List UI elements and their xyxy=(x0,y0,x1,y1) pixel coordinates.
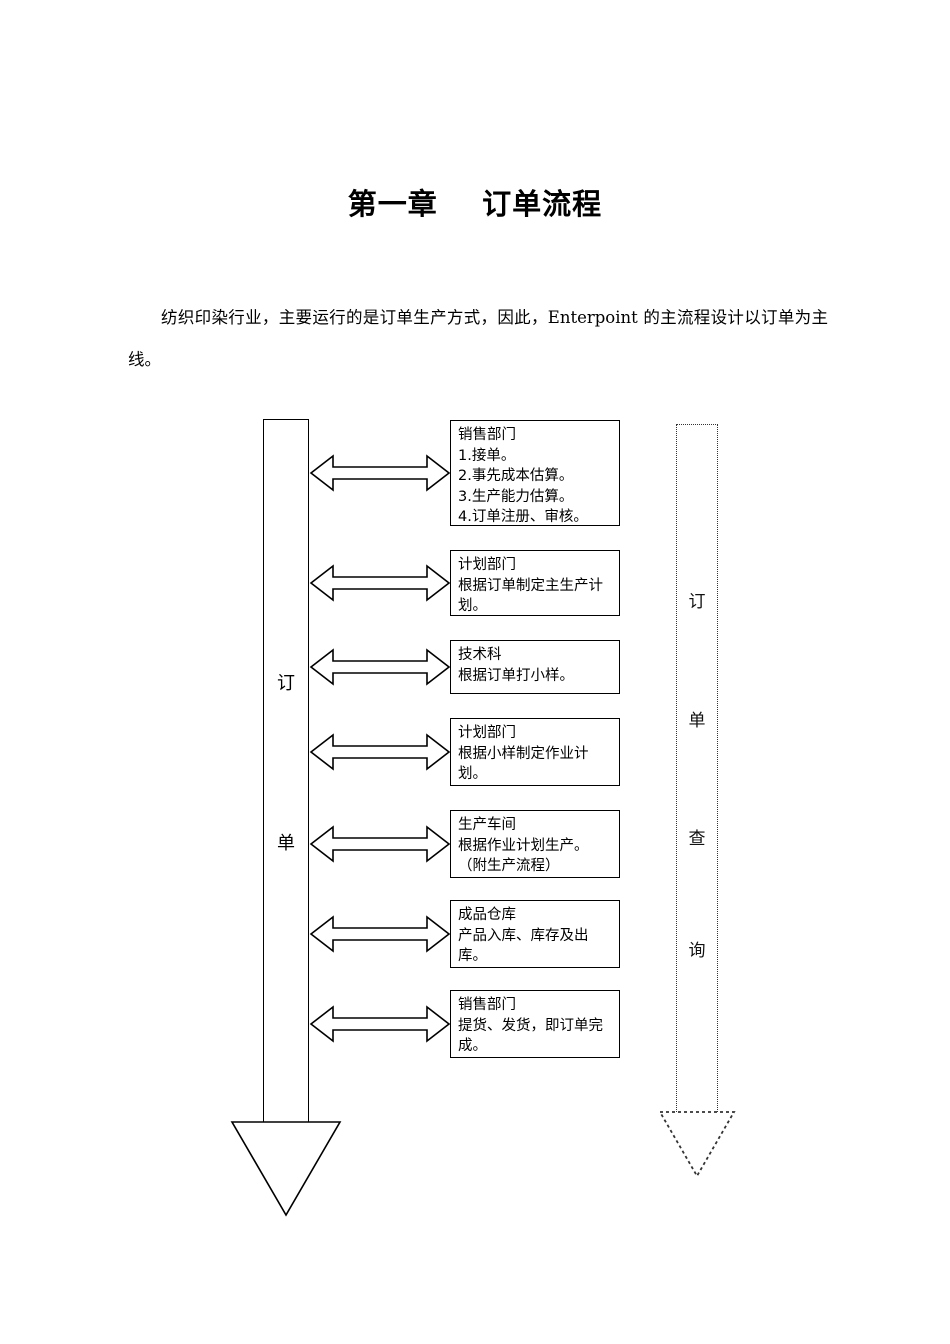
process-box-step-finished-goods-warehouse[interactable]: 成品仓库 产品入库、库存及出库。 xyxy=(450,900,620,968)
intro-paragraph: 纺织印染行业，主要运行的是订单生产方式，因此，Enterpoint 的主流程设计… xyxy=(128,308,828,369)
order-query-spine-label-char-3: 询 xyxy=(688,941,706,961)
double-arrow-step-finished-goods-warehouse xyxy=(309,915,451,953)
process-box-step-planning-master-plan[interactable]: 计划部门 根据订单制定主生产计划。 xyxy=(450,550,620,616)
order-query-spine-bar xyxy=(676,424,718,1112)
order-query-spine-label-char-0: 订 xyxy=(688,592,706,612)
double-arrow-step-technical-sample xyxy=(309,648,451,686)
order-spine-label-char-0: 订 xyxy=(277,673,295,694)
process-box-step-technical-sample[interactable]: 技术科 根据订单打小样。 xyxy=(450,640,620,694)
order-query-spine-arrowhead xyxy=(658,1111,736,1178)
double-arrow-step-production-workshop xyxy=(309,825,451,863)
double-arrow-step-planning-job-plan xyxy=(309,733,451,771)
process-box-step-sales-order-intake[interactable]: 销售部门 1.接单。 2.事先成本估算。 3.生产能力估算。 4.订单注册、审核… xyxy=(450,420,620,526)
page-title: 第一章 订单流程 xyxy=(347,187,603,221)
double-arrow-step-planning-master-plan xyxy=(309,564,451,602)
order-spine-bar xyxy=(263,419,309,1122)
process-box-step-planning-job-plan[interactable]: 计划部门 根据小样制定作业计划。 xyxy=(450,718,620,786)
order-query-spine-label-char-2: 查 xyxy=(688,829,706,849)
process-box-step-sales-delivery[interactable]: 销售部门 提货、发货，即订单完成。 xyxy=(450,990,620,1058)
order-spine-arrowhead xyxy=(230,1121,342,1217)
double-arrow-step-sales-delivery xyxy=(309,1005,451,1043)
double-arrow-step-sales-order-intake xyxy=(309,454,451,492)
order-spine-label-char-1: 单 xyxy=(277,833,295,854)
process-box-step-production-workshop[interactable]: 生产车间 根据作业计划生产。 （附生产流程） xyxy=(450,810,620,878)
order-query-spine-label-char-1: 单 xyxy=(688,711,706,731)
